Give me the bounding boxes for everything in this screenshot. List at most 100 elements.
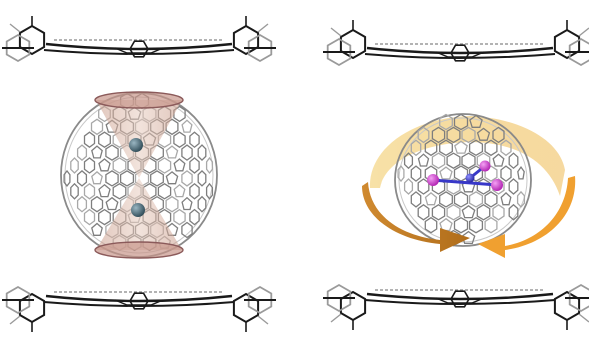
pyrrole-ring [450, 44, 470, 62]
cage-ring [476, 127, 491, 141]
cage-ring [98, 131, 111, 148]
cage-ring [439, 191, 453, 208]
cage-ring [410, 139, 422, 157]
cage-ring [403, 178, 414, 195]
cage-ring [205, 156, 214, 175]
metal-atom [491, 179, 503, 191]
cage-ring [105, 144, 119, 161]
bond [431, 178, 498, 187]
top-porphyrin [323, 20, 589, 67]
rotation-arrow-left [362, 182, 470, 252]
cage-ring [417, 204, 430, 221]
cage-ring [454, 140, 468, 154]
cage-ring [397, 165, 405, 183]
cage-ring [112, 157, 127, 174]
bond [578, 27, 589, 37]
macrocycle-line [366, 46, 554, 55]
left-panel [2, 16, 276, 332]
cage-ring [424, 216, 438, 234]
cage-ring [165, 195, 179, 213]
bond [330, 27, 342, 37]
phenyl-ring [339, 28, 367, 60]
macrocycle-line [364, 299, 556, 305]
macrocycle-line [45, 42, 233, 51]
cage-ring [197, 169, 207, 187]
cage-ring [453, 165, 469, 182]
cage-ring [417, 126, 430, 144]
cage-outline [394, 113, 532, 247]
cage-ring [484, 191, 498, 208]
cage-ring [197, 195, 207, 213]
cage-outline [398, 117, 528, 243]
cage-ring [173, 158, 186, 172]
cage-ring [173, 183, 186, 198]
cage-ring [492, 126, 505, 144]
phenyl-ring [326, 283, 352, 313]
phenyl-ring [232, 24, 260, 56]
bond [257, 23, 269, 33]
macrocycle-line [43, 301, 235, 307]
cage-ring [461, 204, 476, 219]
bottom-porphyrin [323, 283, 589, 330]
cone-pair [94, 91, 184, 259]
encapsulated-atoms [129, 138, 145, 217]
cage-ring [516, 190, 526, 208]
phenyl-ring [247, 33, 273, 63]
pyrrole-ring [129, 292, 149, 310]
macrocycle-line [43, 49, 235, 55]
phenyl-ring [553, 290, 581, 322]
cage-ring [492, 153, 505, 167]
cage-ring [173, 131, 186, 148]
cage-ring [484, 139, 498, 157]
cage-ring [157, 183, 172, 200]
cage-ring [410, 191, 422, 208]
bond [257, 315, 269, 325]
cage-ring [105, 170, 119, 187]
cage-ring [181, 221, 193, 239]
cage-ring [98, 158, 111, 172]
cage-ring [417, 153, 430, 167]
cage-ring [446, 126, 461, 144]
cage-ring [165, 145, 179, 159]
cage-ring [189, 157, 200, 174]
cage-ring [112, 183, 127, 200]
cage-ring [484, 216, 498, 234]
cage-ring [453, 113, 469, 131]
phenyl-ring [326, 37, 352, 67]
cage-ring [189, 208, 200, 226]
cage-ring [181, 196, 193, 211]
cage-ring [446, 152, 461, 169]
cage-ring [119, 170, 135, 187]
cage-ring [205, 182, 214, 200]
lower-cone-rim [94, 241, 184, 259]
cage-ring [157, 157, 172, 174]
cage-ring [98, 183, 111, 198]
upper-cone-rim [94, 91, 184, 109]
cage-ring [431, 204, 446, 221]
cage-ring [98, 208, 111, 226]
metal-atom [129, 138, 143, 152]
cage-ring [91, 171, 103, 185]
bond [578, 313, 589, 323]
cage-ring [517, 165, 525, 180]
cage-ring [461, 126, 476, 144]
cage-ring [70, 157, 79, 174]
cage-ring [165, 171, 179, 185]
cage-ring [431, 126, 446, 144]
rotation-arrow-front [362, 176, 576, 258]
macrocycle-line [366, 292, 554, 301]
cage-ring [83, 131, 96, 149]
cage-ring [189, 131, 200, 149]
nitrogen-atom [465, 173, 475, 183]
cage-ring [403, 152, 414, 170]
cage-ring [492, 204, 505, 221]
cage-ring [410, 165, 422, 182]
pyrrole-ring [129, 40, 149, 58]
phenyl-ring [339, 290, 367, 322]
cage-ring [105, 196, 119, 211]
cage-ring [468, 216, 484, 234]
phenyl-ring [18, 24, 46, 56]
cage-ring [453, 191, 469, 208]
cage-ring [70, 182, 79, 200]
